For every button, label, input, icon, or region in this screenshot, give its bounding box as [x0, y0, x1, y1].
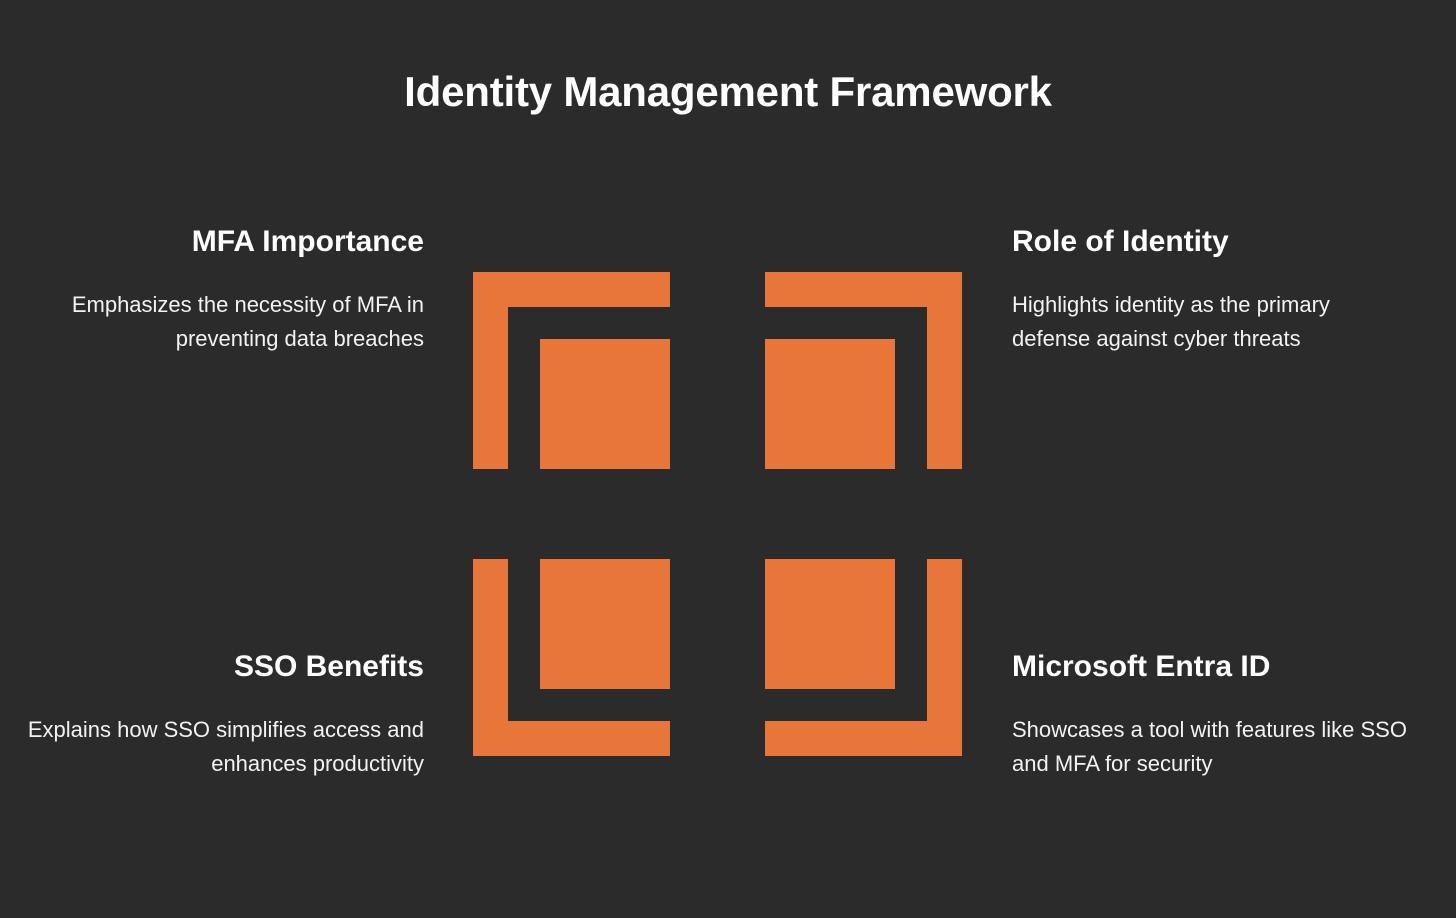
- filled-square-icon: [540, 559, 670, 689]
- filled-square-icon: [765, 339, 895, 469]
- bracket-arm-right-icon: [927, 272, 962, 469]
- filled-square-icon: [540, 339, 670, 469]
- text-block-role-of-identity: Role of Identity Highlights identity as …: [1012, 224, 1412, 356]
- block-body-microsoft-entra-id: Showcases a tool with features like SSO …: [1012, 717, 1407, 777]
- text-block-microsoft-entra-id: Microsoft Entra ID Showcases a tool with…: [1012, 649, 1412, 781]
- pinwheel-graphic: [473, 272, 962, 757]
- quadrant-bottom-left-icon: [473, 559, 670, 756]
- quadrant-top-right-icon: [765, 272, 962, 469]
- text-block-sso-benefits: SSO Benefits Explains how SSO simplifies…: [24, 649, 424, 781]
- quadrant-top-left-icon: [473, 272, 670, 469]
- block-heading-role-of-identity: Role of Identity: [1012, 225, 1229, 258]
- block-body-mfa-importance: Emphasizes the necessity of MFA in preve…: [71, 292, 424, 352]
- block-heading-microsoft-entra-id: Microsoft Entra ID: [1012, 650, 1271, 683]
- page-title: Identity Management Framework: [404, 68, 1052, 115]
- text-block-mfa-importance: MFA Importance Emphasizes the necessity …: [24, 224, 424, 356]
- filled-square-icon: [765, 559, 895, 689]
- quadrant-bottom-right-icon: [765, 559, 962, 756]
- block-body-role-of-identity: Highlights identity as the primary defen…: [1012, 292, 1330, 352]
- bracket-arm-left-icon: [473, 272, 508, 469]
- bracket-arm-bottom-icon: [765, 721, 962, 756]
- bracket-arm-bottom-icon: [473, 721, 670, 756]
- block-heading-mfa-importance: MFA Importance: [191, 225, 424, 258]
- block-body-sso-benefits: Explains how SSO simplifies access and e…: [27, 717, 424, 777]
- block-heading-sso-benefits: SSO Benefits: [233, 650, 424, 683]
